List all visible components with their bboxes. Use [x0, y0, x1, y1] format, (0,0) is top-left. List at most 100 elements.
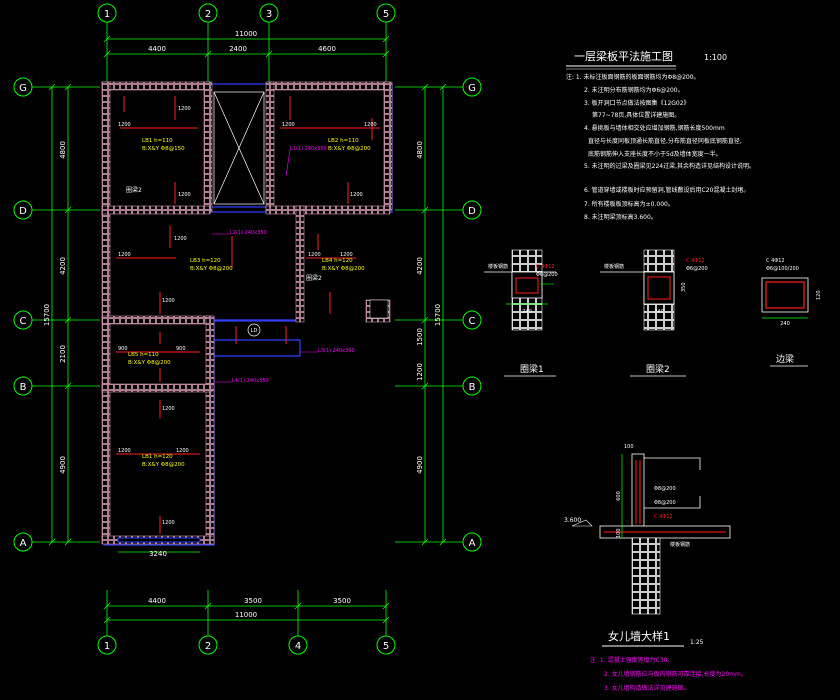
svg-text:3.600: 3.600	[564, 517, 581, 524]
axis-bubble-top-3: 3	[259, 3, 279, 23]
axis-bubble-right-G: G	[462, 77, 482, 97]
svg-text:2: 2	[205, 9, 211, 20]
dim-right-a: 4800	[416, 141, 424, 159]
parapet-notes: 注: 1. 混凝土强度等级为C30。 2. 女儿墙钢筋应与板内钢筋可靠连接,长度…	[590, 656, 747, 692]
dim-bot-c: 3500	[333, 597, 351, 605]
dim-left-total: 15700	[43, 304, 51, 326]
svg-text:1200: 1200	[176, 448, 189, 454]
svg-text:Φ6@200: Φ6@200	[686, 266, 708, 272]
dim-top-total: 11000	[235, 30, 257, 38]
axis-bubble-bot-1: 1	[97, 635, 117, 655]
svg-text:1200: 1200	[162, 298, 175, 304]
detail-edge-beam: 240 120 C 4Φ12 Φ6@100/200 边梁	[761, 258, 822, 367]
svg-text:900: 900	[118, 346, 128, 352]
dim-bot-total: 11000	[235, 611, 257, 619]
svg-text:240: 240	[780, 321, 790, 327]
general-notes: 注: 1. 未标注板面钢筋的板面钢筋均为Φ8@200。 2. 未注明分布筋钢筋均…	[566, 73, 755, 221]
slab-labels: LB1 h=110 B:X&Y Φ8@150 LB2 h=110 B:X&Y Φ…	[128, 138, 371, 468]
axis-bubble-right-B: B	[462, 376, 482, 396]
slab-lb2-rebar: B:X&Y Φ8@200	[328, 146, 371, 152]
svg-text:B: B	[20, 382, 27, 393]
note-7: 7. 所有楼板板顶标高为±0.000。	[584, 200, 674, 208]
dim-bot-b: 3500	[244, 597, 262, 605]
dim-bot-a: 4400	[148, 597, 166, 605]
axis-bubble-bot-2: 2	[198, 635, 218, 655]
dim-right-d: 1200	[416, 363, 424, 381]
dim-top-a: 4400	[148, 45, 166, 53]
slab-lb6-rebar: B:X&Y Φ8@200	[142, 462, 185, 468]
svg-text:楼板钢筋: 楼板钢筋	[604, 263, 624, 270]
axis-bubble-right-C: C	[462, 310, 482, 330]
dim-left-a: 4800	[59, 141, 67, 159]
svg-text:B: B	[469, 382, 476, 393]
rebar-marks	[116, 96, 380, 534]
axis-bubble-top-2: 2	[198, 3, 218, 23]
slab-lb5-name: LB5 h=110	[128, 352, 159, 358]
axis-bubble-left-D: D	[13, 200, 33, 220]
svg-text:3: 3	[266, 9, 272, 20]
parapet-title: 女儿墙大样1	[608, 629, 670, 643]
slab-lb4-rebar: B:X&Y Φ8@200	[322, 266, 365, 272]
axis-bubble-right-A: A	[462, 532, 482, 552]
svg-text:1200: 1200	[178, 106, 191, 112]
detail-ring-beam-2: C 4Φ12 Φ6@200 楼板钢筋 240 350 圈梁2	[600, 249, 708, 377]
dim-left-d: 4900	[59, 456, 67, 474]
svg-text:D: D	[468, 206, 476, 217]
svg-text:100: 100	[624, 444, 634, 450]
note-4c: 底筋钢筋伸入支座长度不小于5d及墙体宽度一半。	[588, 150, 722, 158]
svg-text:Φ6@200: Φ6@200	[536, 272, 558, 278]
slab-lb4-name: LB4 h=120	[322, 258, 353, 264]
ql2-title: 圈梁2	[646, 363, 670, 375]
svg-text:C 4Φ12: C 4Φ12	[766, 258, 785, 264]
bottom-axis-lines	[103, 590, 390, 636]
right-axis-lines	[395, 83, 463, 546]
svg-text:240: 240	[522, 309, 532, 315]
top-dimensions	[103, 35, 390, 58]
note-2: 2. 未注明分布筋钢筋均为Φ6@200。	[584, 86, 684, 94]
dim-top-b: 2400	[229, 45, 247, 53]
label-quan2-b: 圈梁2	[306, 274, 322, 282]
svg-text:1200: 1200	[364, 122, 377, 128]
svg-text:1200: 1200	[162, 406, 175, 412]
svg-text:1200: 1200	[178, 192, 191, 198]
svg-text:G: G	[19, 83, 27, 94]
drawing-scale: 1:100	[704, 53, 727, 62]
dim-left-c: 2100	[59, 345, 67, 363]
svg-text:C 4Φ12: C 4Φ12	[686, 258, 705, 264]
drawing-title: 一层梁板平法施工图	[574, 49, 673, 63]
svg-text:600: 600	[616, 491, 622, 501]
dim-top-c: 4600	[318, 45, 336, 53]
axis-bubble-left-A: A	[13, 532, 33, 552]
axis-bubble-top-5: 5	[376, 3, 396, 23]
axis-bubble-bot-4: 4	[288, 635, 308, 655]
axis-bubble-left-C: C	[13, 310, 33, 330]
dim-right-e: 4900	[416, 456, 424, 474]
detail-parapet: 600 100 100 3.600 Φ8@200 Φ8@200 C 4Φ12 楼…	[564, 444, 731, 647]
detail-ring-beam-1: C 4Φ12 Φ6@200 楼板钢筋 240 圈梁1	[484, 249, 558, 377]
svg-text:2. 女儿墙钢筋应与板内钢筋可靠连接,长度为20mm。: 2. 女儿墙钢筋应与板内钢筋可靠连接,长度为20mm。	[604, 670, 747, 678]
note-8: 8. 未注明梁顶标高3.600。	[584, 213, 657, 221]
beam-l1-label: L1(1) 240x350	[290, 146, 327, 152]
svg-text:注: 1. 混凝土强度等级为C30。: 注: 1. 混凝土强度等级为C30。	[590, 656, 673, 664]
svg-text:4: 4	[295, 641, 301, 652]
parapet-scale: 1:25	[690, 639, 704, 646]
stair-opening	[213, 91, 265, 205]
top-axis-bubbles: 1 2 3 5	[97, 3, 396, 23]
right-axis-bubbles: G D C B A	[462, 77, 482, 552]
svg-text:Φ6@100/200: Φ6@100/200	[766, 266, 799, 272]
beam-l4-label: L4(1) 240x350	[232, 378, 269, 384]
axis-bubble-top-1: 1	[97, 3, 117, 23]
left-axis-bubbles: G D C B A	[13, 77, 33, 552]
note-1: 注: 1. 未标注板面钢筋的板面钢筋均为Φ8@200。	[566, 73, 700, 81]
beam-leaders	[212, 149, 318, 383]
slab-lb6-name: LB1 h=120	[142, 454, 173, 460]
svg-text:C 4Φ12: C 4Φ12	[536, 264, 555, 270]
svg-text:240: 240	[654, 309, 664, 315]
svg-text:1200: 1200	[118, 122, 131, 128]
svg-text:楼板钢筋: 楼板钢筋	[488, 263, 508, 270]
beam-outlines	[103, 83, 393, 546]
svg-text:Φ8@200: Φ8@200	[654, 500, 676, 506]
